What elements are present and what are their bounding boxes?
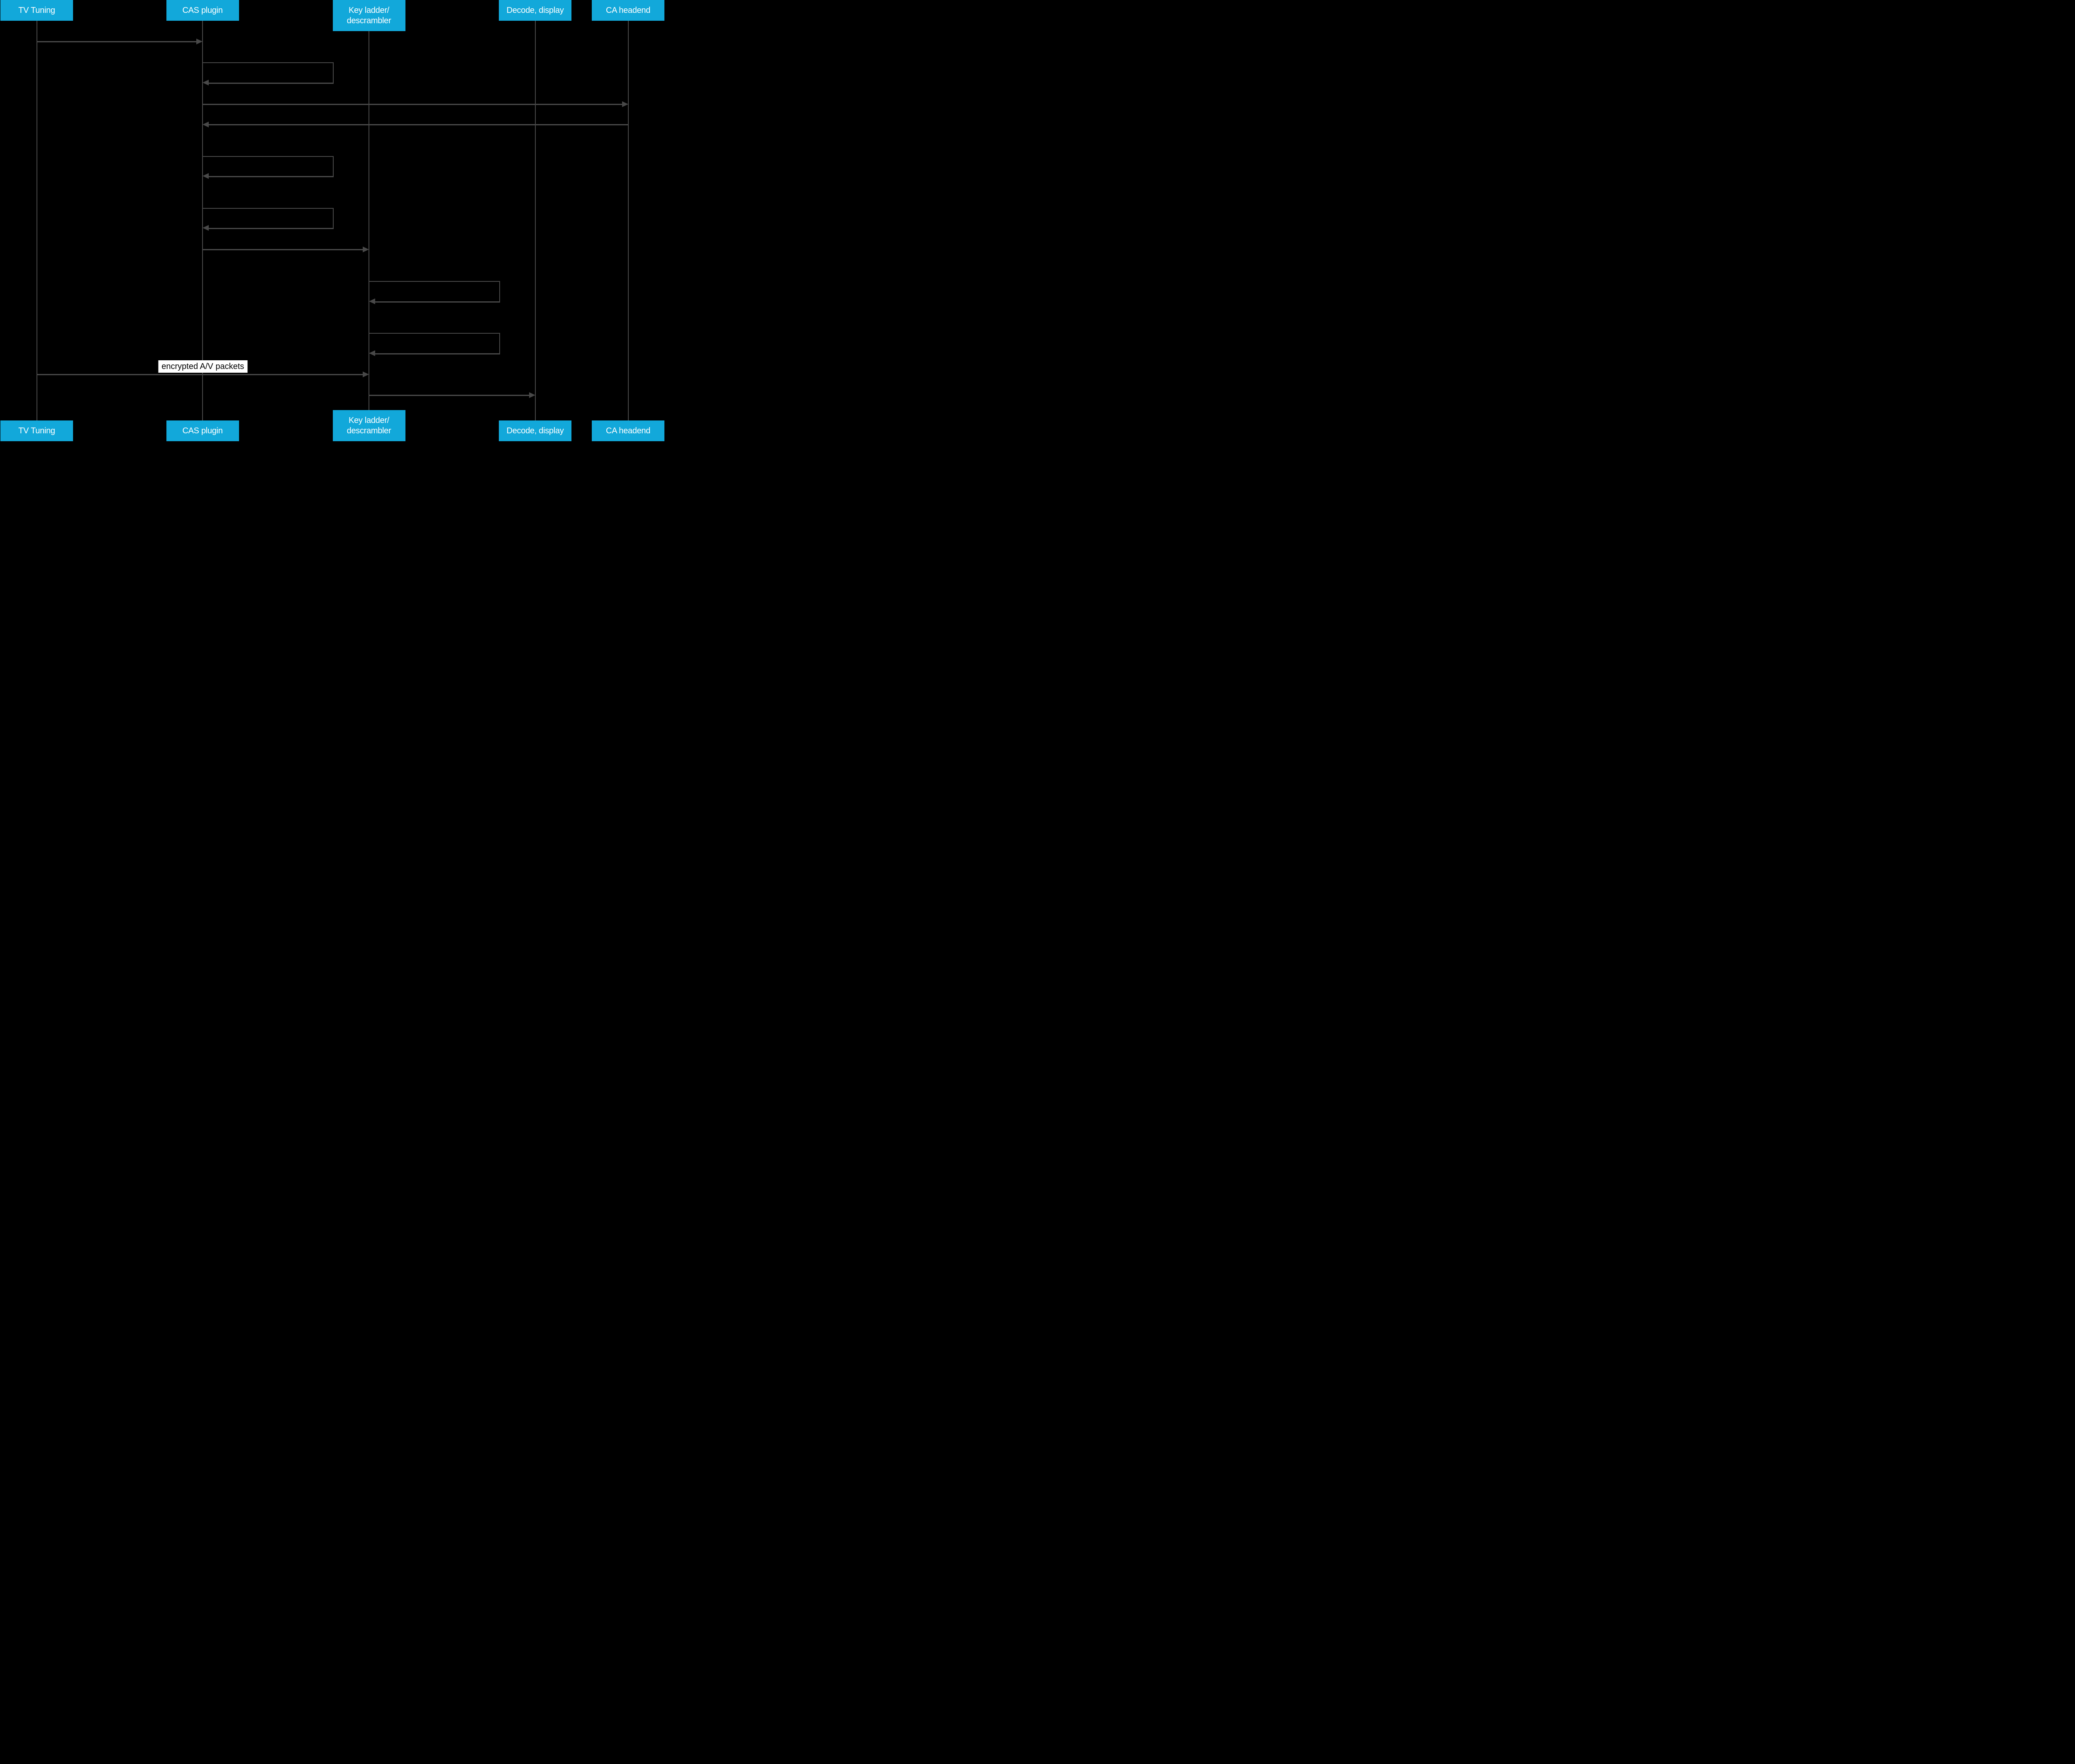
actor-box-top-tv-tuning: TV Tuning — [0, 0, 73, 21]
message-line — [37, 374, 364, 375]
message-line — [203, 249, 364, 250]
self-message-return-line — [374, 301, 500, 303]
arrowhead-left-icon — [203, 225, 209, 231]
self-message-loop — [369, 281, 500, 303]
actor-box-bottom-cas-plugin: CAS plugin — [166, 420, 239, 441]
message-label: encrypted A/V packets — [158, 360, 248, 373]
actor-box-top-key-ladder: Key ladder/ descrambler — [332, 0, 405, 31]
arrowhead-right-icon — [363, 247, 369, 252]
arrowhead-left-icon — [203, 122, 209, 127]
self-message-return-line — [208, 228, 333, 229]
self-message-loop — [203, 208, 334, 229]
arrowhead-right-icon — [622, 101, 628, 107]
actor-box-bottom-key-ladder: Key ladder/ descrambler — [332, 410, 405, 441]
arrowhead-left-icon — [369, 298, 375, 304]
message-line — [369, 395, 530, 396]
message-line — [37, 41, 197, 42]
actor-box-bottom-tv-tuning: TV Tuning — [0, 420, 73, 441]
arrowhead-left-icon — [203, 80, 209, 86]
actor-box-top-ca-headend: CA headend — [592, 0, 664, 21]
self-message-loop — [203, 156, 334, 177]
arrowhead-left-icon — [369, 350, 375, 356]
self-message-return-line — [208, 176, 333, 177]
message-line — [203, 104, 623, 105]
actor-box-bottom-ca-headend: CA headend — [592, 420, 664, 441]
self-message-loop — [203, 62, 334, 84]
actor-box-top-decode-display: Decode, display — [499, 0, 571, 21]
arrowhead-left-icon — [203, 173, 209, 179]
self-message-return-line — [374, 353, 500, 354]
arrowhead-right-icon — [363, 371, 369, 377]
lifeline-ca-headend — [627, 21, 629, 420]
lifeline-decode-display — [535, 21, 536, 420]
self-message-return-line — [208, 83, 333, 84]
message-line — [208, 124, 628, 125]
arrowhead-right-icon — [196, 39, 203, 44]
lifeline-cas-plugin — [202, 21, 203, 420]
actor-box-top-cas-plugin: CAS plugin — [166, 0, 239, 21]
arrowhead-right-icon — [529, 392, 535, 398]
actor-box-bottom-decode-display: Decode, display — [499, 420, 571, 441]
self-message-loop — [369, 333, 500, 354]
